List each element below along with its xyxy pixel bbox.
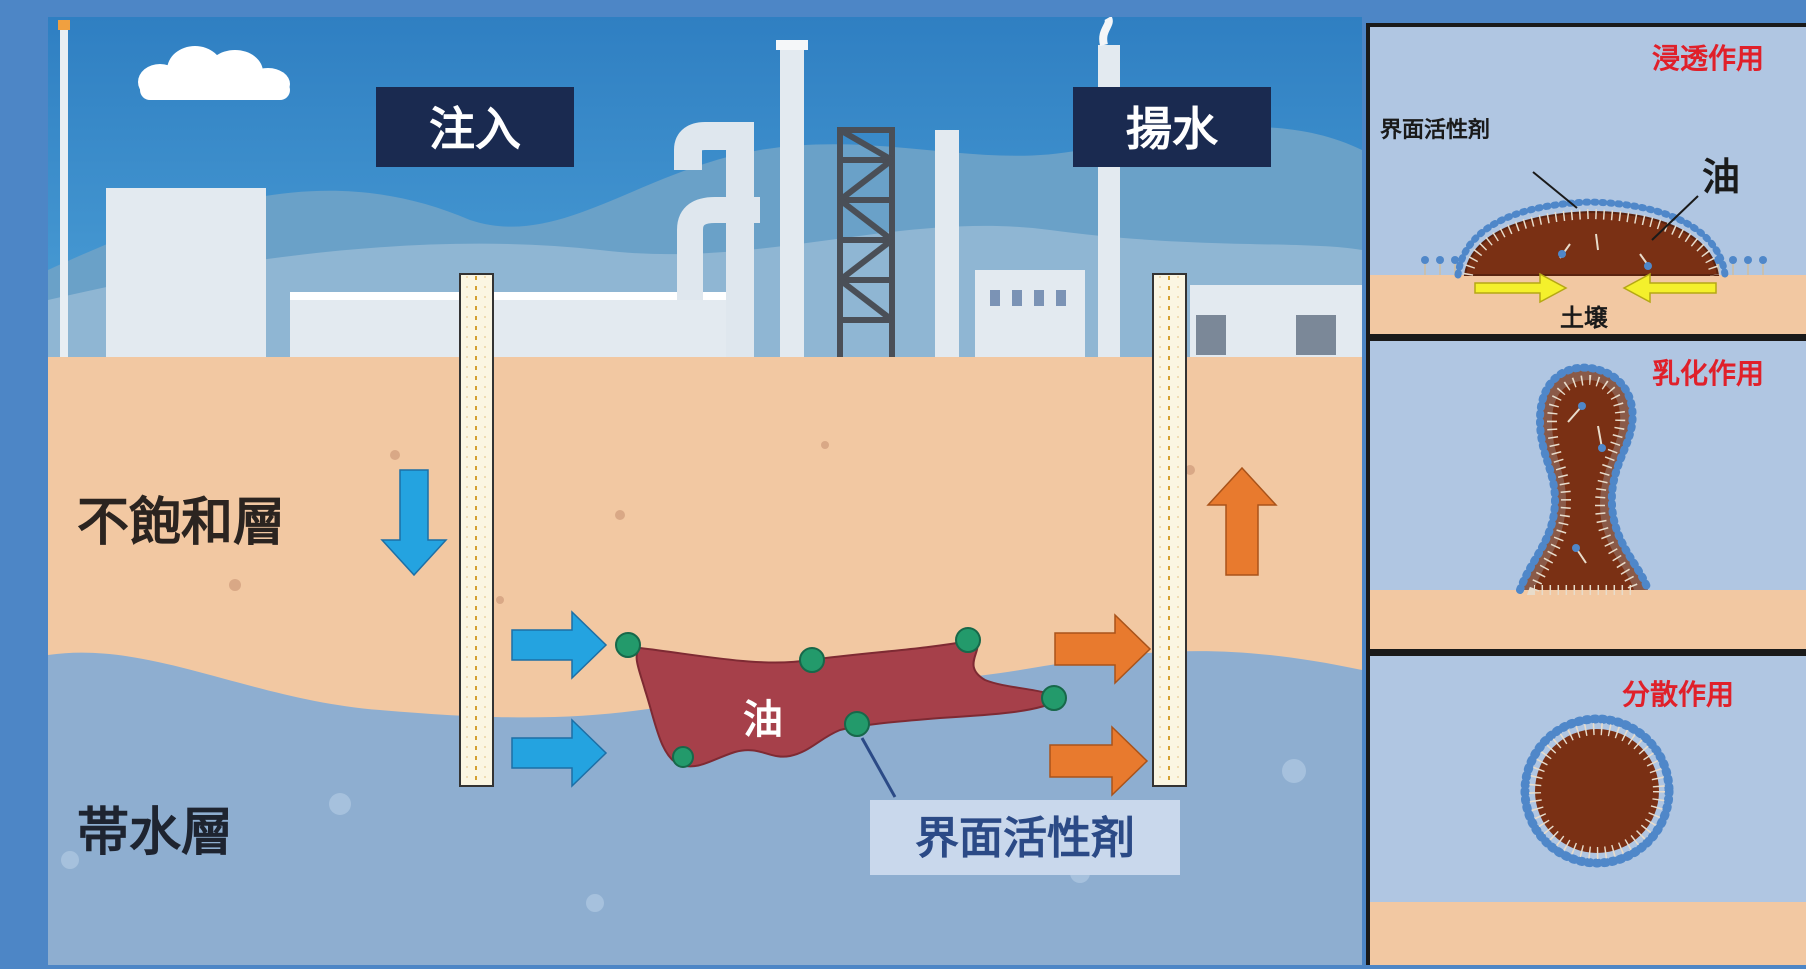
surfactant-pointer-line: [860, 737, 897, 798]
pumping-label: 揚水: [1126, 102, 1219, 156]
penetration-surfactant-pointer: [1532, 171, 1578, 209]
water-bubbles: [61, 759, 1306, 912]
injection-label-box: [376, 87, 574, 167]
panel-dispersion: 分散作用: [1370, 656, 1806, 965]
dispersion-surfactant-layer: [1520, 714, 1674, 868]
aquifer-label: 帯水層: [77, 803, 233, 863]
arrow-down-blue: [380, 469, 448, 577]
arrow-right-orange-lower: [1049, 725, 1149, 797]
dispersion-oil-droplet: [1529, 723, 1665, 859]
pumping-well: [1152, 273, 1187, 787]
panel-penetration-soil: [1370, 275, 1806, 334]
panel-penetration-title: 浸透作用: [1652, 42, 1764, 75]
arrow-up-orange: [1206, 466, 1278, 576]
soil-speckles: [229, 441, 1195, 604]
injection-label: 注入: [429, 102, 521, 156]
penetration-surface-heads: [1421, 256, 1767, 264]
panel-penetration-soil-label: 土壌: [1560, 304, 1609, 332]
panel-emulsification-title: 乳化作用: [1652, 357, 1764, 390]
panel-penetration: 浸透作用 界面活性剤 油 土壌: [1370, 27, 1806, 334]
emulsification-inner-heads: [1572, 402, 1606, 552]
penetration-arrow-left: [1622, 272, 1717, 304]
cloud: [138, 46, 290, 100]
penetration-oil-pointer: [1651, 195, 1699, 241]
surfactant-beads: [615, 627, 1067, 768]
arrow-right-blue-lower: [511, 718, 608, 788]
factory: [58, 17, 1362, 363]
penetration-arrow-right: [1474, 272, 1568, 304]
main-scene: 注入 揚水 不飽和層 帯水層 油 界面活性剤: [48, 17, 1362, 965]
panel-emulsification-soil: [1370, 590, 1806, 649]
panel-dispersion-title: 分散作用: [1622, 678, 1734, 711]
arrow-right-orange-upper: [1054, 613, 1152, 685]
penetration-surfactant-layer: [1454, 198, 1729, 279]
pumping-label-box: [1073, 87, 1271, 167]
panel-penetration-surfactant-label: 界面活性剤: [1380, 117, 1490, 143]
panel-emulsification: 乳化作用: [1370, 341, 1806, 649]
aquifer-water: [48, 651, 1362, 965]
unsaturated-zone-label: 不飽和層: [77, 493, 285, 553]
injection-well: [459, 273, 494, 787]
oil-label: 油: [743, 697, 783, 743]
panel-dispersion-soil: [1370, 902, 1806, 965]
penetration-inner-heads: [1558, 250, 1652, 270]
arrow-right-blue-upper: [511, 610, 608, 680]
panel-penetration-oil-label: 油: [1702, 155, 1740, 199]
surfactant-label: 界面活性剤: [915, 813, 1135, 864]
emulsification-oil-droplet: [1526, 374, 1641, 595]
surfactant-label-box: [870, 800, 1180, 875]
